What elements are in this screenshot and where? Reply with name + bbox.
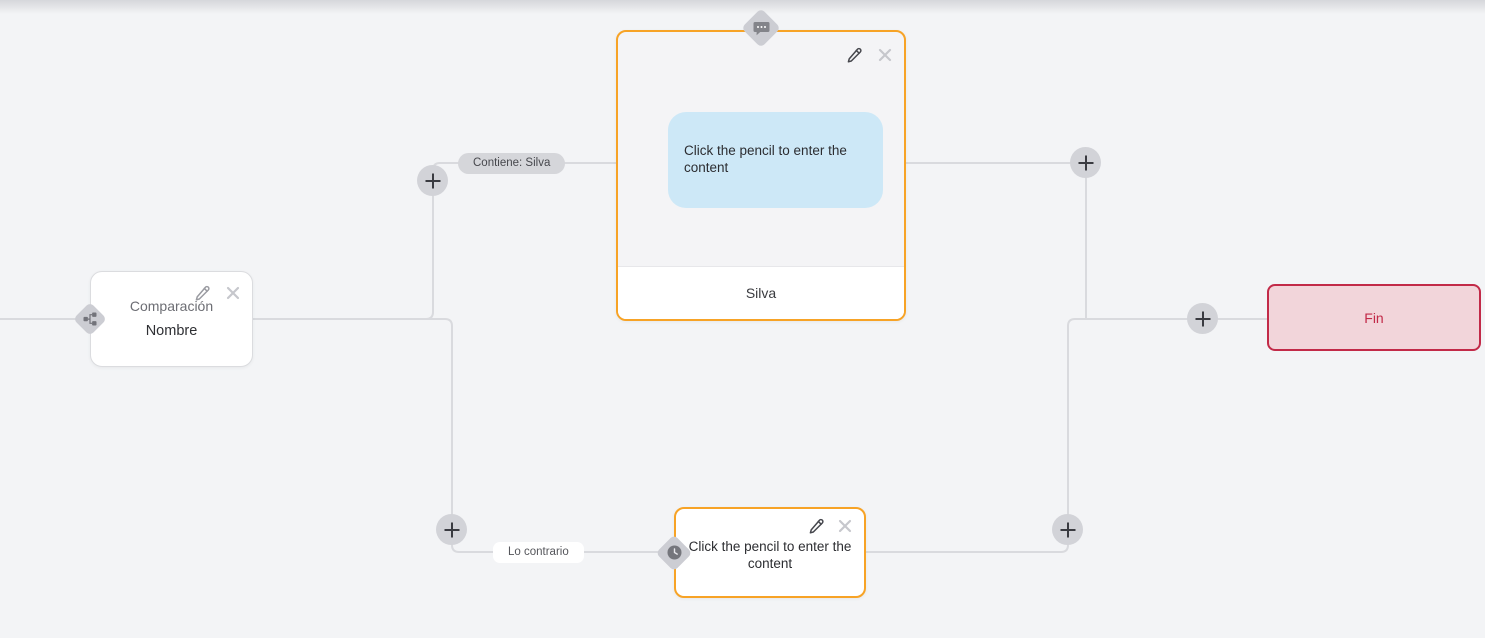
- condition-node-card: Comparación Nombre: [90, 271, 253, 367]
- end-node[interactable]: Fin: [1267, 284, 1481, 351]
- add-step-button-bottom-right[interactable]: [1052, 514, 1083, 545]
- delay-node-card: Click the pencil to enter the content: [674, 507, 866, 598]
- add-step-button-top-right[interactable]: [1070, 147, 1101, 178]
- condition-node[interactable]: Comparación Nombre: [73, 271, 253, 367]
- end-node-label: Fin: [1267, 284, 1481, 351]
- add-step-button-top-left[interactable]: [417, 165, 448, 196]
- clock-icon: [667, 545, 682, 560]
- plus-icon: [1195, 311, 1210, 326]
- message-bubble: Click the pencil to enter the content: [668, 112, 883, 208]
- message-node[interactable]: Click the pencil to enter the content Si…: [616, 8, 906, 321]
- close-icon: [838, 519, 852, 533]
- delay-node-text: Click the pencil to enter the content: [688, 539, 852, 571]
- close-icon: [878, 48, 892, 62]
- edit-button[interactable]: [190, 280, 216, 306]
- plus-icon: [425, 173, 440, 188]
- message-icon: [753, 21, 770, 36]
- pencil-icon: [847, 47, 862, 63]
- edge-condition-to-delay: [253, 318, 674, 553]
- sitemap-icon: [83, 312, 97, 326]
- message-node-footer: Silva: [618, 266, 904, 319]
- edge-label-otherwise[interactable]: Lo contrario: [493, 542, 584, 563]
- message-type-badge: [740, 7, 782, 49]
- close-button[interactable]: [220, 280, 246, 306]
- close-icon: [226, 286, 240, 300]
- condition-node-subtitle: Nombre: [145, 323, 198, 339]
- pencil-icon: [809, 518, 824, 534]
- edge-message-to-merge: [906, 162, 1087, 319]
- close-button[interactable]: [872, 42, 898, 68]
- pencil-icon: [195, 285, 210, 301]
- add-step-button-before-end[interactable]: [1187, 303, 1218, 334]
- delay-node[interactable]: Click the pencil to enter the content: [655, 507, 866, 598]
- condition-type-badge: [73, 302, 107, 336]
- condition-node-titles: Comparación Nombre: [91, 298, 252, 339]
- close-button[interactable]: [832, 513, 858, 539]
- plus-icon: [1060, 522, 1075, 537]
- edit-button[interactable]: [842, 42, 868, 68]
- edge-delay-to-end: [865, 318, 1267, 553]
- plus-icon: [444, 522, 459, 537]
- edit-button[interactable]: [804, 513, 830, 539]
- message-node-card: Click the pencil to enter the content Si…: [616, 30, 906, 321]
- delay-type-badge: [655, 534, 693, 572]
- add-step-button-bottom-left[interactable]: [436, 514, 467, 545]
- edge-label-contains[interactable]: Contiene: Silva: [458, 153, 566, 174]
- plus-icon: [1078, 155, 1093, 170]
- condition-node-title: Comparación: [129, 298, 214, 314]
